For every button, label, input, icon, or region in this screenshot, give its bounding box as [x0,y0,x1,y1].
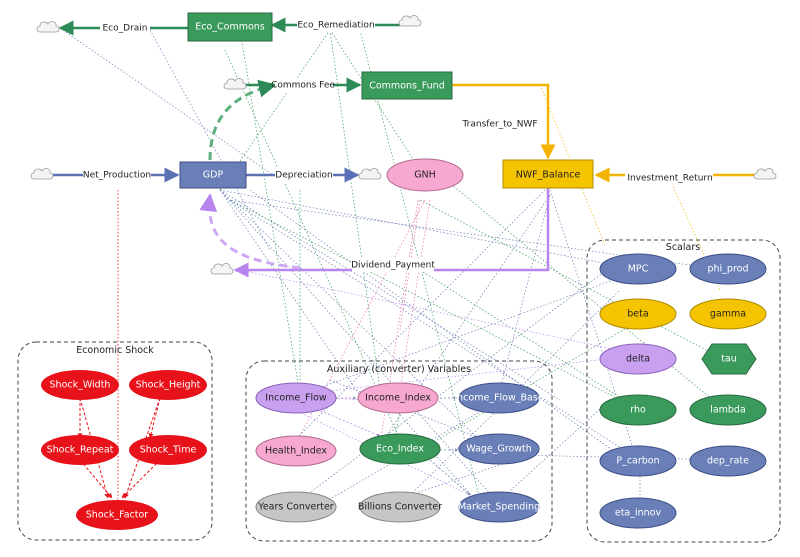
cloud-icon [210,263,234,275]
stock-gdp[interactable]: GDP [179,161,247,189]
node-label: dep_rate [707,456,749,467]
node-delta[interactable]: delta [599,343,677,375]
flow-depreciation: Depreciation [275,171,332,181]
node-label: Shock_Repeat [47,445,114,456]
stock-label: GDP [203,170,224,181]
node-wage-growth[interactable]: Wage_Growth [458,433,540,465]
node-dep-rate[interactable]: dep_rate [689,445,767,477]
node-label: Income_Flow [265,393,327,404]
stock-commons-fund[interactable]: Commons_Fund [361,71,453,100]
node-eta-innov[interactable]: eta_innov [599,497,677,529]
node-label: rho [630,405,646,416]
node-label: Health_Index [265,446,327,457]
node-market-spending[interactable]: Market_Spending [458,491,540,523]
node-rho[interactable]: rho [599,394,677,426]
node-shock-height[interactable]: Shock_Height [129,370,207,400]
node-label: Shock_Factor [86,510,149,521]
node-shock-width[interactable]: Shock_Width [41,370,119,400]
node-label: phi_prod [707,264,748,275]
flow-eco-remediation: Eco_Remediation [297,21,374,31]
stock-label: NWF_Balance [516,170,581,181]
cloud-icon [36,21,60,33]
dividend-flows [199,188,550,278]
cloud-icon [30,168,54,180]
node-label: Eco_Index [376,444,424,455]
node-p-carbon[interactable]: P_carbon [599,445,677,477]
group-auxiliary: Auxiliary (converter) Variables Income_F… [245,360,553,542]
flow-dividend-payment: Dividend_Payment [351,261,435,271]
stock-label: Commons_Fund [369,81,445,92]
node-shock-time[interactable]: Shock_Time [129,435,207,465]
flow-net-production: Net_Production [83,171,151,181]
group-title: Economic Shock [76,345,154,356]
node-gnh[interactable]: GNH [386,158,464,192]
stock-nwf-balance[interactable]: NWF_Balance [502,159,594,189]
group-title: Auxiliary (converter) Variables [327,364,471,375]
node-beta[interactable]: beta [599,298,677,330]
node-label: Income_Flow_Base [454,393,543,404]
node-label: lambda [710,405,746,416]
flow-commons-fee: Commons Fee [271,81,335,91]
node-tau[interactable]: tau [701,343,757,375]
node-shock-factor[interactable]: Shock_Factor [76,500,158,530]
node-label: Market_Spending [458,502,540,513]
node-shock-repeat[interactable]: Shock_Repeat [41,435,119,465]
node-label: P_carbon [616,456,659,467]
node-income-flow[interactable]: Income_Flow [255,382,337,414]
node-income-flow-base[interactable]: Income_Flow_Base [454,382,544,414]
cloud-icon [398,15,422,27]
group-economic-shock: Economic Shock Shock_Width Shock_Height … [17,341,213,541]
cloud-icon [753,168,777,180]
group-title: Scalars [666,242,700,253]
node-label: GNH [414,170,436,181]
flow-investment-return: Investment_Return [627,174,712,184]
node-label: Wage_Growth [466,444,532,455]
stock-eco-commons[interactable]: Eco_Commons [187,12,273,42]
node-label: beta [627,309,648,320]
node-gamma[interactable]: gamma [689,298,767,330]
node-label: tau [721,354,737,365]
node-label: MPC [628,264,649,275]
nwf-flows [452,83,760,183]
node-income-index[interactable]: Income_Index [357,382,439,414]
node-label: gamma [710,309,746,320]
node-billions-converter[interactable]: Billions Converter [358,491,442,523]
node-label: Shock_Width [50,380,111,391]
flow-labels: Eco_Drain Eco_Remediation Commons Fee Ne… [83,18,713,272]
eco-flows [58,17,400,161]
group-scalars: Scalars MPC phi_prod beta gamma delta ta… [586,239,781,543]
node-label: Income_Index [365,393,431,404]
node-label: Years Converter [257,502,333,513]
node-lambda[interactable]: lambda [689,394,767,426]
node-mpc[interactable]: MPC [599,253,677,285]
node-years-converter[interactable]: Years Converter [255,491,337,523]
stock-label: Eco_Commons [195,22,265,33]
flow-transfer-to-nwf: Transfer_to_NWF [461,120,537,130]
node-label: Shock_Height [136,380,201,391]
node-phi-prod[interactable]: phi_prod [689,253,767,285]
cloud-icon [223,78,247,90]
node-eco-index[interactable]: Eco_Index [359,433,441,465]
cloud-icon [358,168,382,180]
node-health-index[interactable]: Health_Index [255,435,337,467]
node-label: eta_innov [615,508,662,519]
flow-eco-drain: Eco_Drain [103,24,148,34]
node-label: Shock_Time [140,445,197,456]
node-label: delta [626,354,650,365]
node-label: Billions Converter [358,502,442,513]
